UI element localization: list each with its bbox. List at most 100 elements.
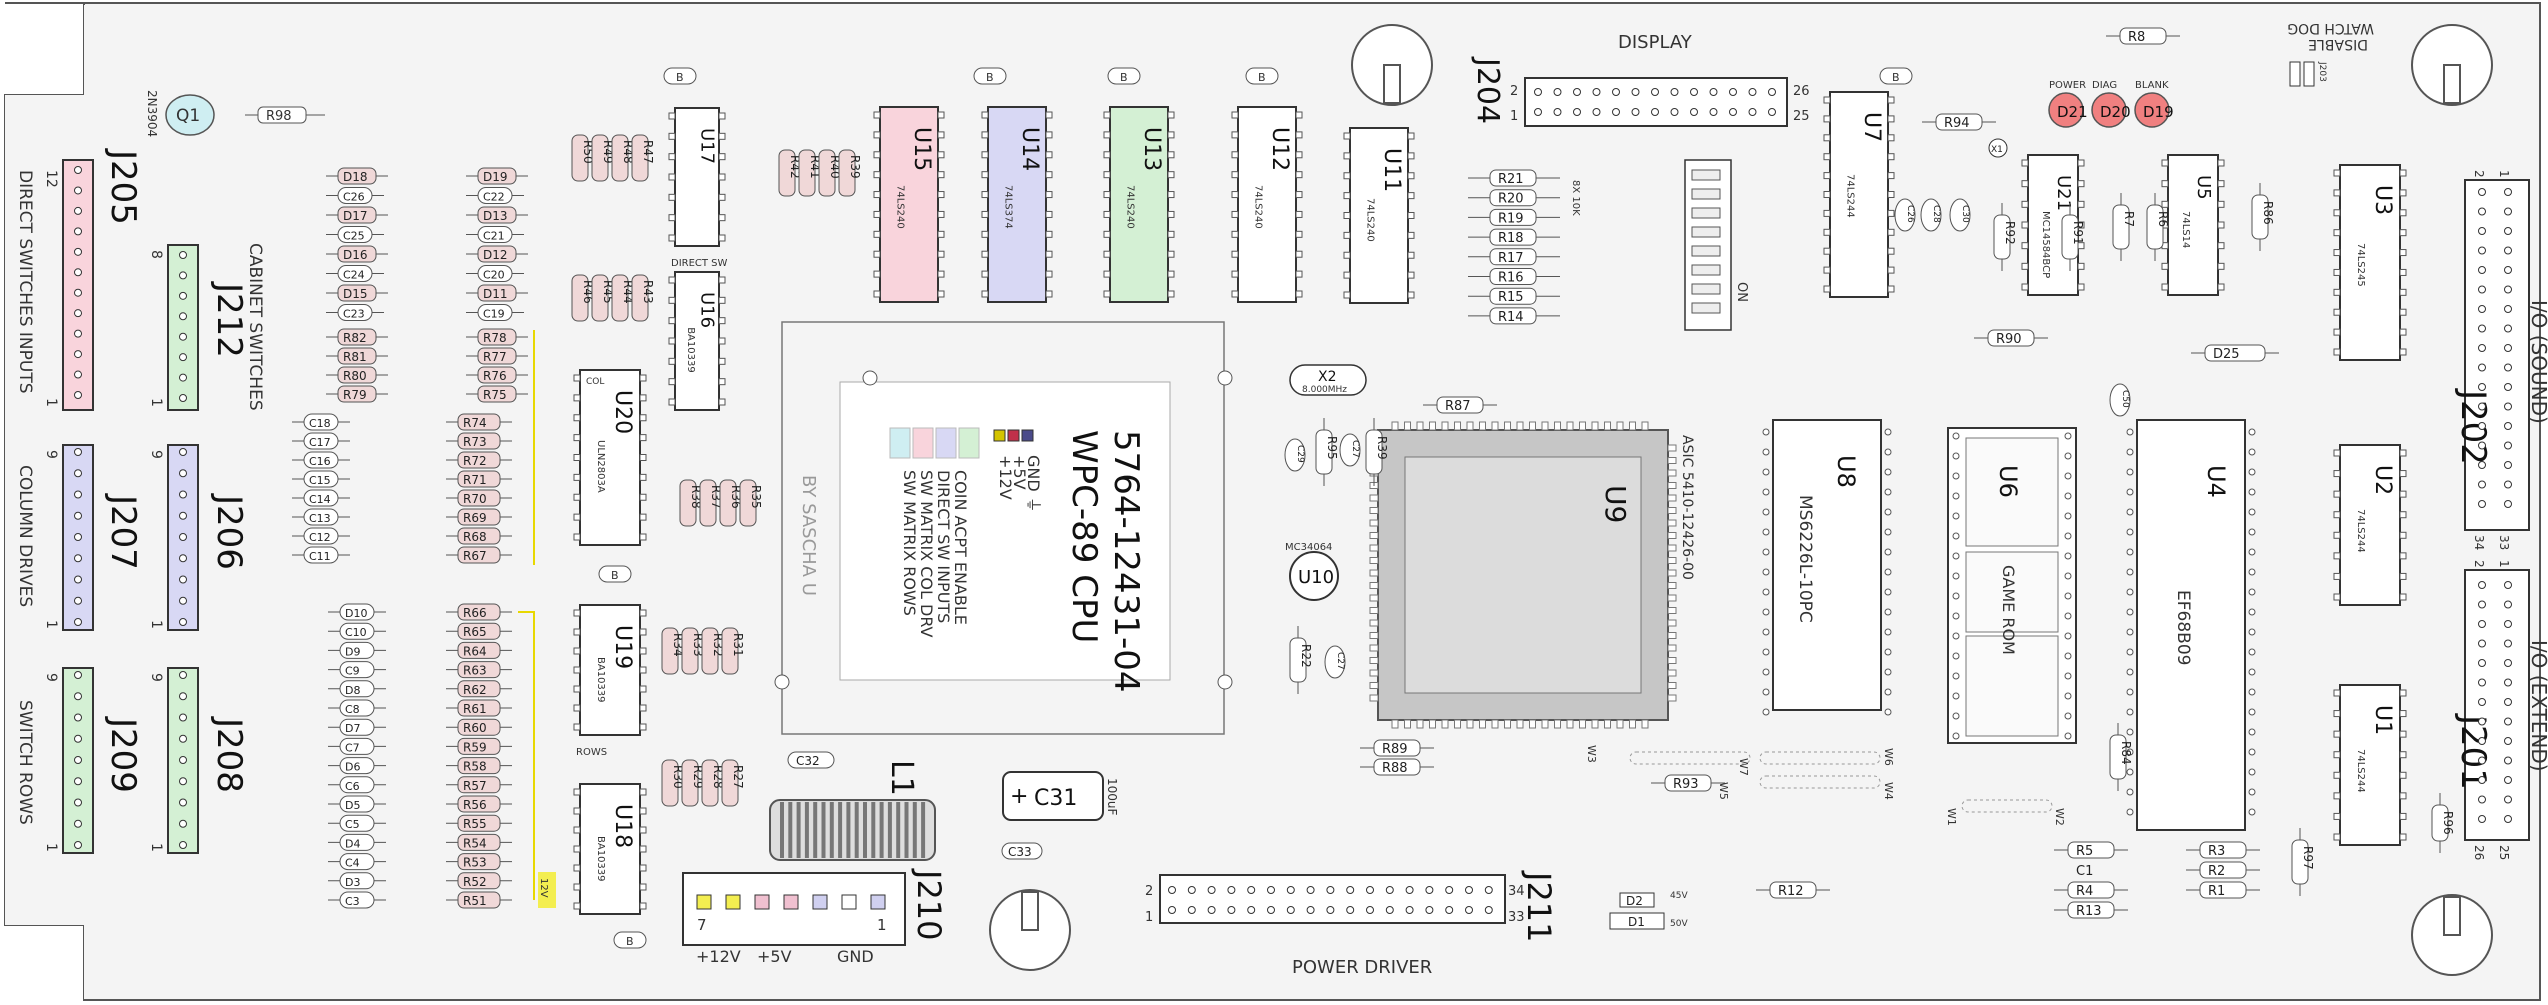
capacitor-label: C29 [1295, 445, 1305, 463]
pin [1952, 612, 1960, 620]
pin [1884, 548, 1892, 556]
asic-pin [1529, 719, 1536, 729]
resistor [591, 134, 609, 182]
resistor [457, 718, 501, 736]
pin [1952, 552, 1960, 560]
chip-pin [1823, 247, 1831, 255]
chip-part: 74LS240 [1124, 185, 1135, 229]
capacitor [339, 603, 375, 621]
resistor-label: D25 [2213, 347, 2240, 362]
capacitor-label: C33 [1008, 845, 1032, 859]
pin [2478, 737, 2486, 745]
pin [179, 291, 187, 300]
resistor [2431, 804, 2449, 842]
bypass-cap-label: B [676, 71, 684, 84]
chip-pin [1295, 270, 1303, 278]
asic-pin [1667, 457, 1677, 464]
chip-U6: U6 GAME ROM [1947, 427, 2077, 744]
pin [179, 819, 187, 828]
chip-pin [1231, 290, 1239, 298]
chip-pin [2399, 572, 2407, 580]
resistor [2109, 734, 2127, 780]
resistor [681, 759, 699, 807]
chip-pin [1231, 111, 1239, 119]
asic-pin [1667, 632, 1677, 639]
connector-J209-id: J209 [103, 716, 143, 793]
chip-pin [1823, 285, 1831, 293]
chip-label: U14 [1017, 127, 1042, 171]
pin [1952, 732, 1960, 740]
capacitor-label: C25 [343, 230, 365, 243]
pin [179, 448, 187, 456]
asic-pin [1369, 519, 1379, 527]
asic-pin [1566, 421, 1574, 431]
resistor [337, 245, 377, 263]
pin [1534, 88, 1542, 96]
resistor-R98: R98 [245, 106, 325, 124]
chip-pin [639, 473, 647, 481]
pin [2504, 266, 2512, 274]
resistor [2146, 204, 2164, 250]
resistor-label: R76 [483, 369, 507, 383]
chip-U1 [2339, 684, 2401, 846]
chip-pin [981, 290, 989, 298]
pin [2126, 648, 2134, 656]
chip-U14 [987, 106, 1047, 303]
resistor [457, 622, 501, 640]
chip-pin [2161, 283, 2169, 291]
pin [2478, 383, 2486, 391]
pin-label: 1 [2497, 560, 2511, 568]
chip-label: U21 [2053, 175, 2074, 211]
capacitor-label: C23 [343, 308, 365, 321]
resistor-label: R61 [463, 702, 487, 716]
chip-pin [639, 864, 647, 872]
chip-pin [1295, 191, 1303, 199]
pin [74, 734, 82, 743]
resistor [701, 627, 719, 675]
resistor-label: R82 [343, 331, 367, 345]
resistor-label: R84 [2119, 741, 2133, 765]
chip-pin [937, 290, 945, 298]
asic-pin [1579, 421, 1586, 431]
connector-J202-label: I/O (SOUND) [2527, 300, 2548, 424]
pin [2504, 737, 2512, 745]
asic-pin [1667, 469, 1677, 477]
resistor-label: R67 [463, 549, 487, 563]
chip-pin [668, 398, 676, 406]
chip-pin [573, 609, 581, 617]
resistor [477, 284, 517, 302]
pin [2478, 717, 2486, 726]
pin [1952, 692, 1960, 700]
bypass-cap [663, 67, 697, 85]
capacitor-C31: + C31 100uF [1002, 771, 1119, 821]
resistor-label: R1 [2208, 884, 2225, 899]
pin [2478, 266, 2486, 274]
pin [1484, 886, 1493, 894]
chip-pin [718, 153, 726, 161]
pin [1592, 108, 1601, 116]
chip-label: U5 [2193, 175, 2214, 200]
resistor-label: R70 [463, 492, 487, 506]
pin [2478, 776, 2486, 784]
pin [1651, 108, 1659, 116]
capacitor-label: C27 [1350, 440, 1360, 458]
chip-pin [2161, 262, 2169, 270]
dip-switch-keys [1691, 169, 1721, 314]
resistor-label: R60 [463, 721, 487, 735]
capacitor [337, 304, 373, 321]
power-pin [783, 894, 799, 910]
pin [1207, 906, 1216, 914]
chip-pin [2217, 262, 2225, 270]
jumper-pad [1629, 751, 1751, 765]
power-pin [754, 894, 770, 910]
pin [1425, 886, 1434, 894]
chip-pin [2399, 328, 2407, 336]
resistor [1436, 396, 1484, 414]
pin [179, 312, 187, 321]
pin [179, 554, 187, 563]
asic-pin [1629, 421, 1636, 431]
pin [2126, 688, 2134, 696]
asic-pin [1566, 719, 1574, 729]
pin [1762, 548, 1770, 556]
chip-U4: U4 EF68B09 [2136, 419, 2246, 831]
